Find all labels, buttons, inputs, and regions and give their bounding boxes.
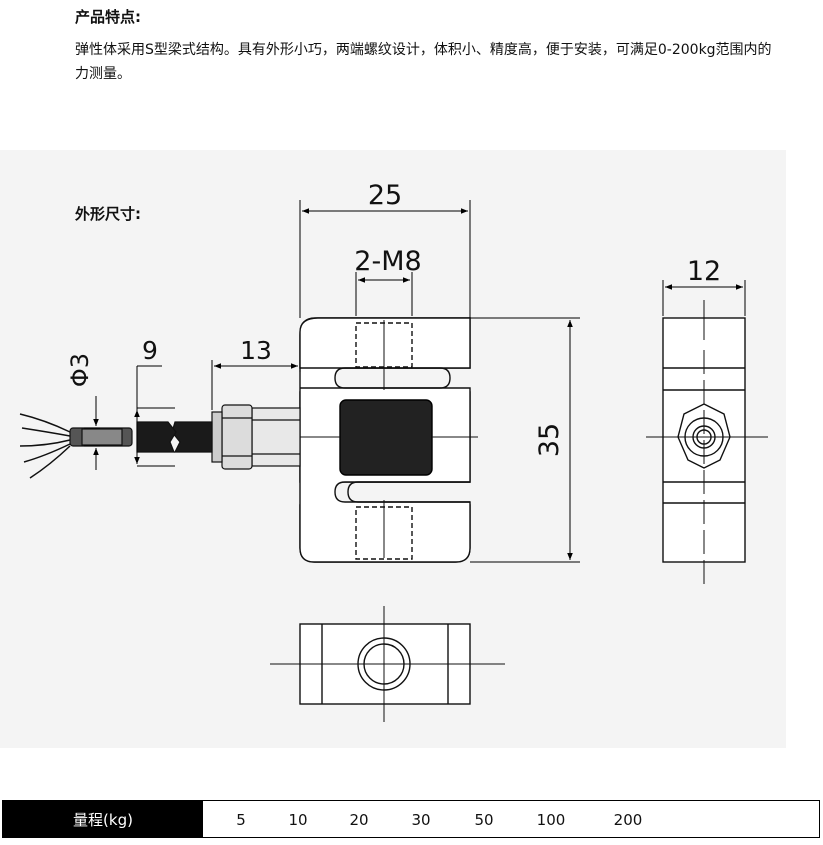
dim-width-label: 25 <box>368 180 402 211</box>
dimension-lines <box>84 200 746 563</box>
s-beam-front-view <box>288 317 478 563</box>
range-value: 200 <box>613 811 643 829</box>
dimensions-title: 外形尺寸: <box>75 205 141 223</box>
dim-conn-len-label: 13 <box>240 336 272 365</box>
range-table: 量程(kg) 5 10 20 30 50 100 200 <box>2 800 820 838</box>
dim-height-label: 35 <box>534 423 565 457</box>
range-value: 50 <box>474 811 494 829</box>
features-text: 弹性体采用S型梁式结构。具有外形小巧，两端螺纹设计，体积小、精度高，便于安装，可… <box>75 42 772 82</box>
range-table-values: 5 10 20 30 50 100 200 <box>203 801 819 837</box>
dim-thread-label: 2-M8 <box>354 246 421 277</box>
range-value: 5 <box>236 811 246 829</box>
range-value: 30 <box>411 811 431 829</box>
cable-assembly <box>19 404 301 479</box>
side-view <box>646 300 768 585</box>
features-title: 产品特点: <box>75 8 141 26</box>
dim-cable-len-label: 9 <box>142 336 158 365</box>
range-value: 10 <box>288 811 308 829</box>
dim-thickness-label: 12 <box>687 256 721 287</box>
bottom-view <box>270 606 505 722</box>
range-value: 20 <box>349 811 369 829</box>
range-value: 100 <box>536 811 566 829</box>
range-table-header: 量程(kg) <box>3 801 203 837</box>
dim-diameter-label: Φ3 <box>66 353 94 387</box>
